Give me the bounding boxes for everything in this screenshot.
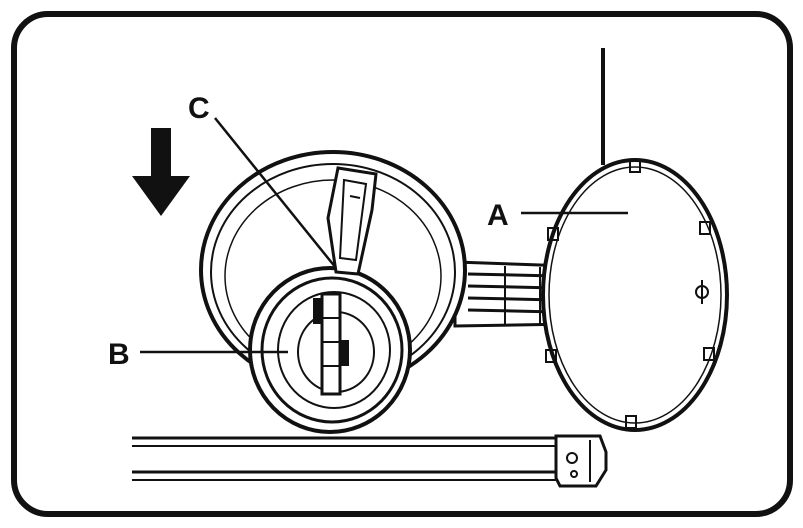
label-c: C xyxy=(188,92,210,125)
key-slot xyxy=(322,294,340,394)
label-a: A xyxy=(487,199,509,232)
label-b: B xyxy=(108,338,130,371)
fuel-lid xyxy=(543,160,727,430)
lock-cylinder xyxy=(250,268,410,432)
